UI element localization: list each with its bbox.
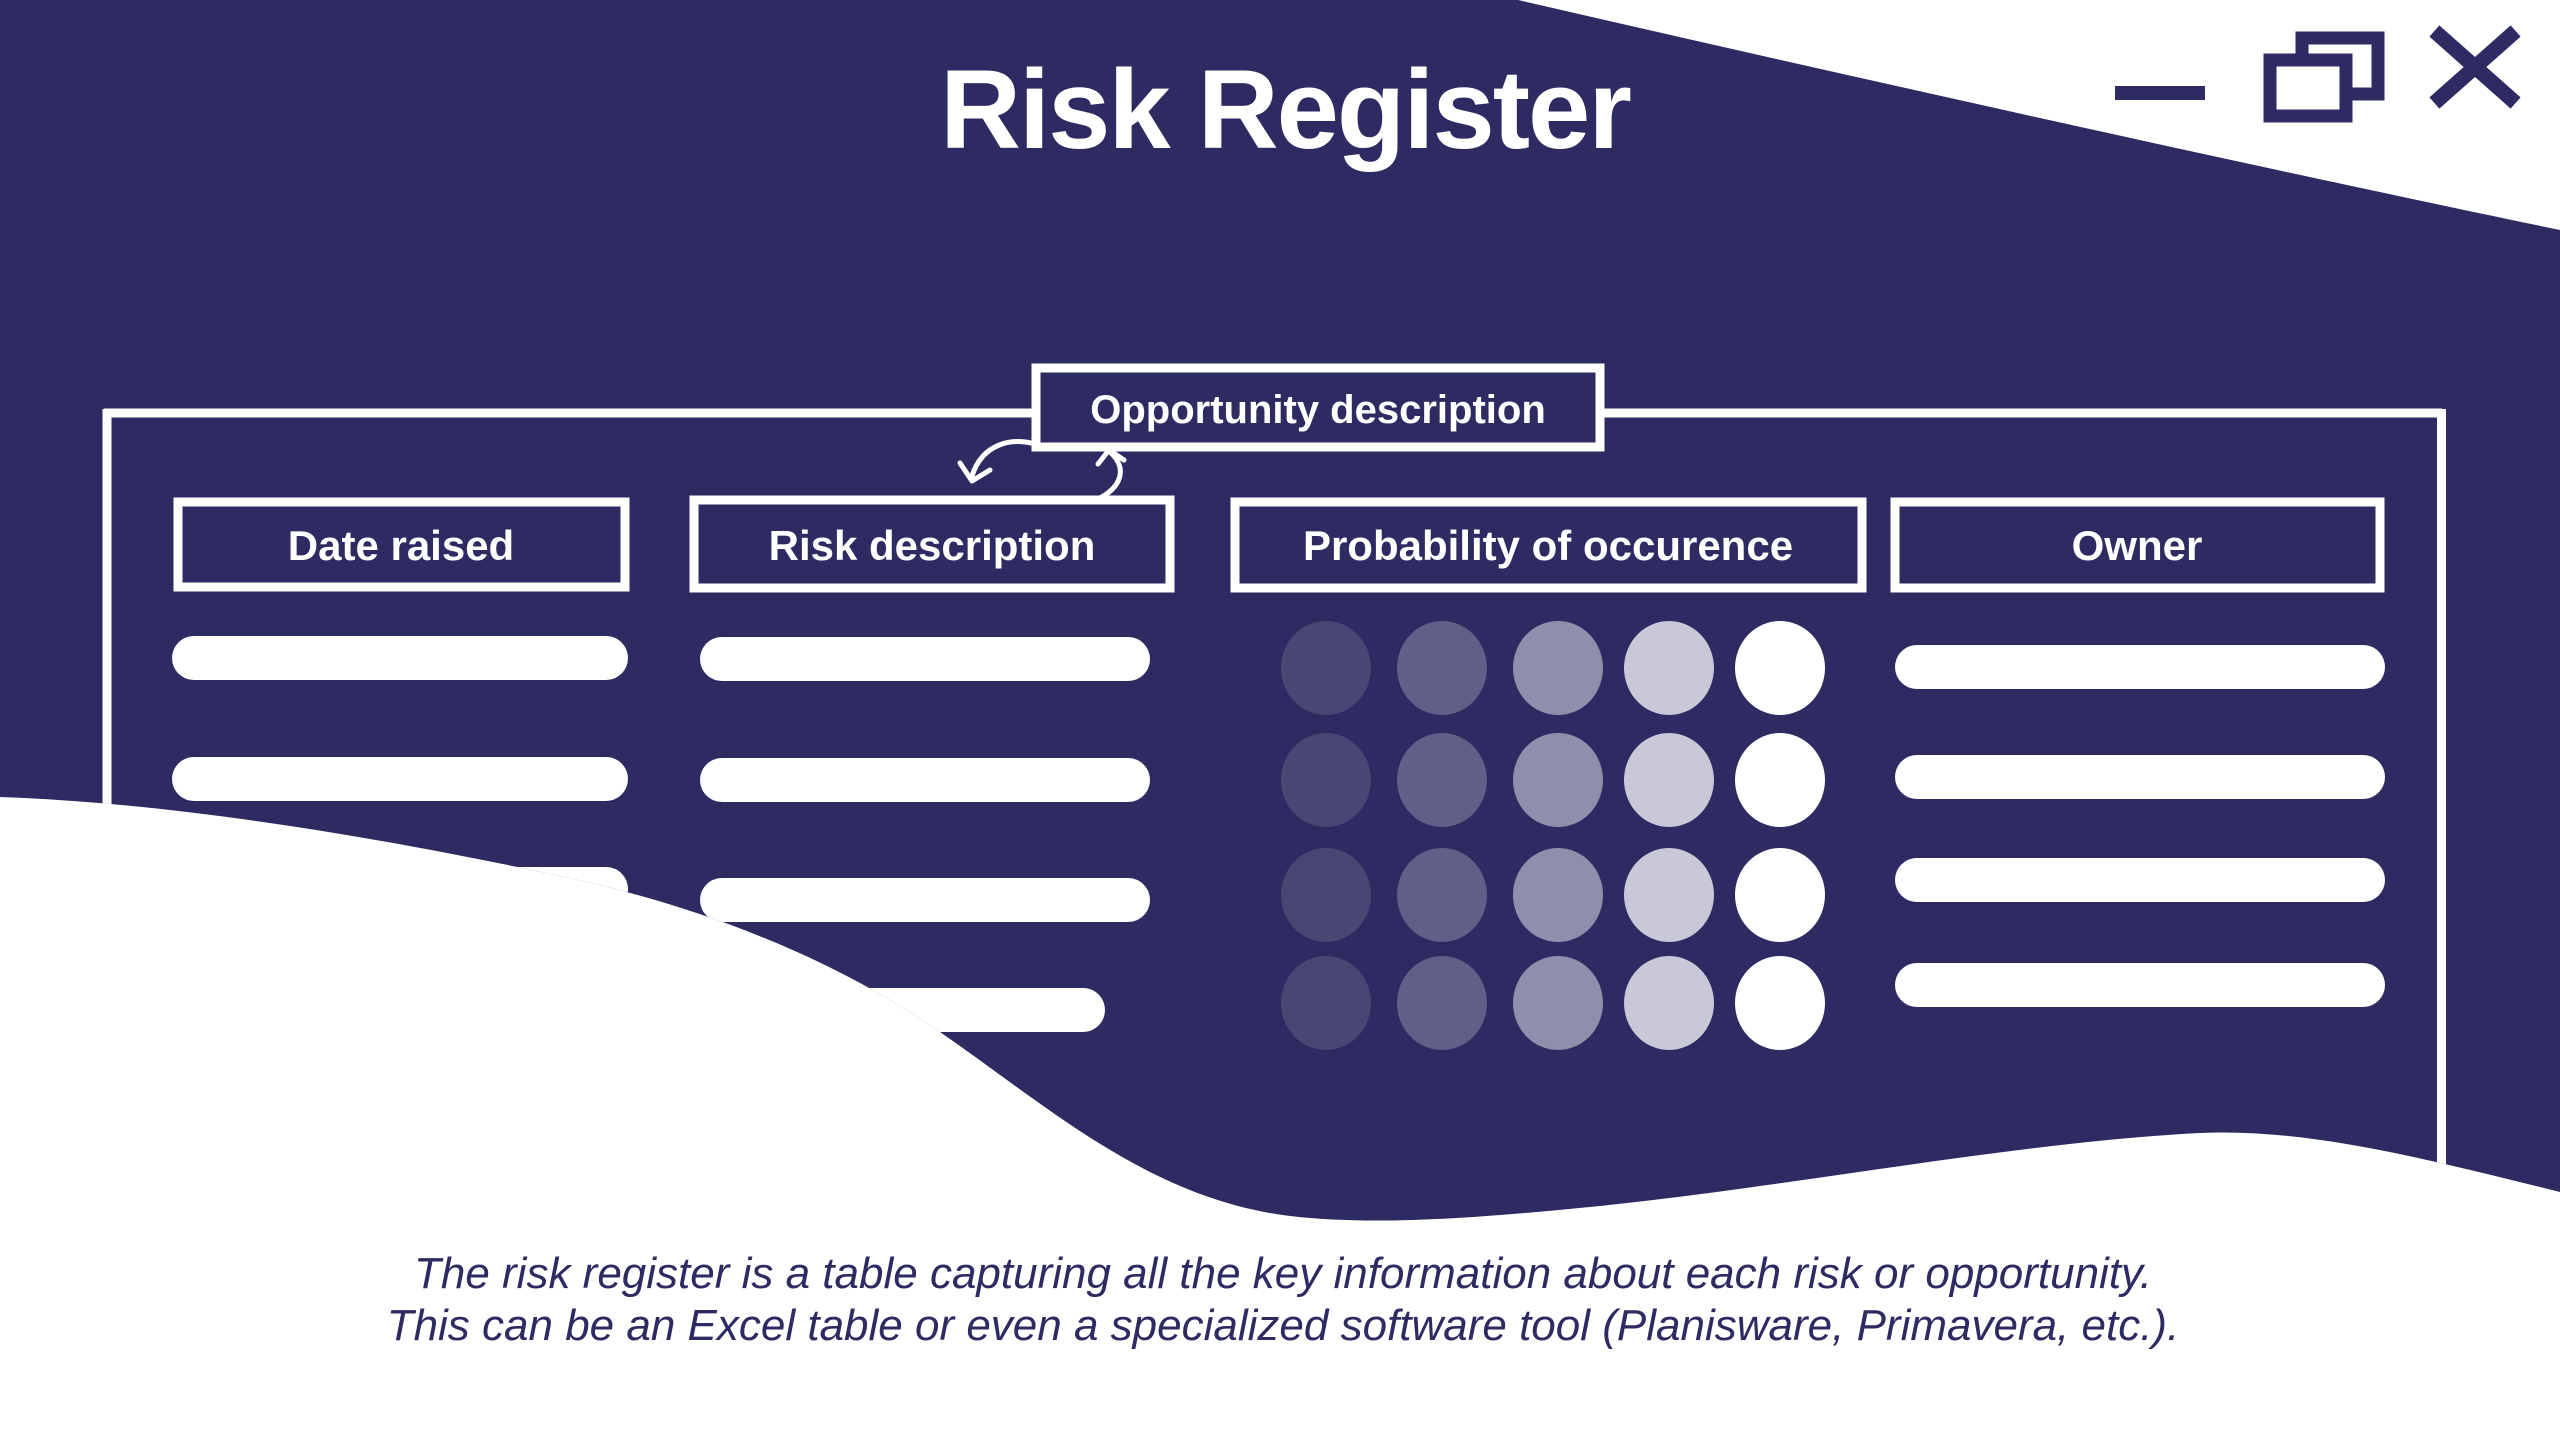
probability-dot <box>1624 621 1714 715</box>
row-bar <box>1895 755 2385 799</box>
probability-dot <box>1281 956 1371 1050</box>
header-date-raised <box>173 497 630 592</box>
probability-dot <box>1397 621 1487 715</box>
header-owner <box>1890 497 2385 593</box>
probability-dot <box>1397 848 1487 942</box>
column-headers <box>173 495 2385 593</box>
row-bar <box>1895 963 2385 1007</box>
probability-dot <box>1624 956 1714 1050</box>
close-icon <box>2429 25 2521 109</box>
header-risk-description-label: Risk description <box>769 522 1096 569</box>
probability-dot <box>1735 956 1825 1050</box>
probability-dot <box>1513 848 1603 942</box>
caption-line-1: The risk register is a table capturing a… <box>414 1249 2152 1298</box>
opportunity-description-label: Opportunity description <box>1090 388 1546 432</box>
minimize-button[interactable] <box>2115 86 2205 100</box>
row-bar <box>700 988 1105 1032</box>
row-bar <box>700 637 1150 681</box>
row-bar <box>1895 858 2385 902</box>
owner-bars <box>1895 645 2385 1007</box>
header-owner-label: Owner <box>2072 522 2203 569</box>
row-bar <box>172 636 628 680</box>
probability-dot <box>1513 733 1603 827</box>
probability-dot <box>1735 621 1825 715</box>
row-bar <box>1895 645 2385 689</box>
probability-dot-grid <box>1281 621 1825 1050</box>
navy-wave-background <box>0 0 2560 1221</box>
restore-front-icon <box>2263 53 2353 123</box>
header-probability-label: Probability of occurence <box>1303 522 1793 569</box>
probability-dot <box>1735 733 1825 827</box>
probability-dot <box>1281 733 1371 827</box>
caption-line-2: This can be an Excel table or even a spe… <box>387 1301 2180 1350</box>
probability-dot <box>1397 733 1487 827</box>
row-bar <box>172 867 628 911</box>
header-date-raised-label: Date raised <box>288 522 514 569</box>
arrow-down-head <box>957 460 993 484</box>
probability-dot <box>1735 848 1825 942</box>
probability-dot <box>1281 621 1371 715</box>
opportunity-description-box: Opportunity description <box>1031 363 1605 452</box>
probability-dot <box>1624 733 1714 827</box>
probability-dot <box>1281 848 1371 942</box>
row-bar <box>172 757 628 801</box>
row-bar <box>700 878 1150 922</box>
probability-dot <box>1397 956 1487 1050</box>
register-table-outline <box>102 408 2446 1200</box>
row-bar <box>700 758 1150 802</box>
header-risk-description <box>689 495 1175 593</box>
probability-dot <box>1513 621 1603 715</box>
probability-dot <box>1513 956 1603 1050</box>
swap-arrows <box>957 439 1127 503</box>
arrow-down-icon <box>969 439 1041 479</box>
arrow-up-head <box>1095 447 1127 467</box>
row-bar <box>172 988 628 1032</box>
close-button[interactable] <box>2429 25 2521 109</box>
restore-button[interactable] <box>2263 31 2385 123</box>
minimize-icon <box>2115 86 2205 100</box>
page-title: Risk Register <box>940 47 1630 172</box>
header-probability <box>1230 497 1867 593</box>
window-controls <box>2115 25 2521 123</box>
probability-dot <box>1624 848 1714 942</box>
